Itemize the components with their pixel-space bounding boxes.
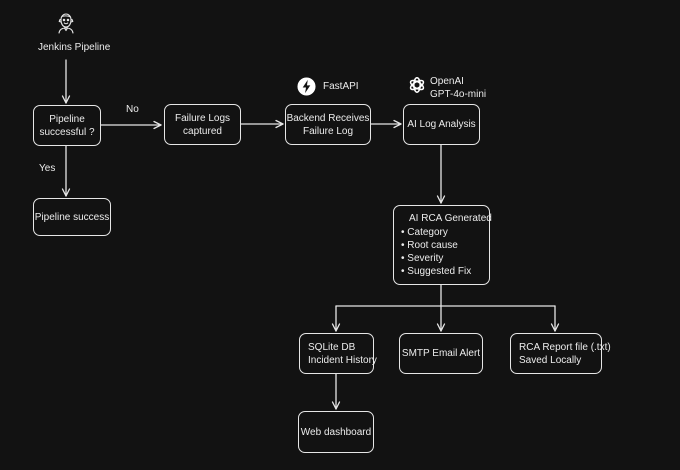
lightning-bolt-icon — [297, 77, 316, 96]
web-dashboard-label: Web dashboard — [300, 426, 372, 438]
decision-line-2: successful ? — [39, 126, 95, 138]
fastapi-label: FastAPI — [323, 81, 359, 92]
smtp-email-alert-node: SMTP Email Alert — [399, 333, 483, 374]
ai-log-analysis-label: AI Log Analysis — [407, 119, 476, 130]
web-dashboard-node: Web dashboard — [298, 411, 374, 453]
jenkins-butler-icon — [58, 13, 74, 34]
backend-line-1: Backend Receives — [286, 112, 370, 124]
rca-title: AI RCA Generated — [409, 213, 492, 224]
decision-line-1: Pipeline — [49, 113, 85, 125]
backend-line-2: Failure Log — [302, 125, 354, 137]
sqlite-db-node: SQLite DB Incident History — [299, 333, 377, 374]
rca-item: • Severity — [401, 253, 444, 264]
backend-receives-node: Backend Receives Failure Log — [285, 104, 371, 145]
rca-item-severity: Severity — [407, 253, 444, 264]
openai-label-line-2: GPT-4o-mini — [430, 89, 487, 100]
rca-item: • Category — [401, 227, 448, 238]
openai-label-line-1: OpenAI — [430, 76, 464, 87]
jenkins-pipeline-label: Jenkins Pipeline — [38, 42, 111, 53]
rca-item-category: Category — [407, 227, 448, 238]
rca-report-file-node: RCA Report file (.txt) Saved Locally — [510, 333, 611, 374]
rca-item: • Suggested Fix — [401, 266, 472, 277]
pipeline-success-node: Pipeline success — [33, 198, 111, 236]
report-line-2: Saved Locally — [519, 354, 582, 366]
ai-log-analysis-node: AI Log Analysis — [403, 104, 480, 145]
failure-logs-line-2: captured — [183, 125, 222, 137]
sqlite-line-1: SQLite DB — [308, 341, 356, 353]
sqlite-line-2: Incident History — [308, 354, 377, 366]
edge-label-no: No — [126, 104, 139, 115]
openai-logo-icon — [409, 77, 425, 93]
rca-item: • Root cause — [401, 240, 458, 251]
rca-item-root-cause: Root cause — [407, 240, 458, 251]
edge-label-yes: Yes — [39, 163, 56, 174]
failure-logs-line-1: Failure Logs — [174, 112, 231, 124]
ai-rca-generated-node: AI RCA Generated • Category • Root cause… — [393, 205, 492, 285]
rca-item-suggested-fix: Suggested Fix — [407, 266, 472, 277]
report-line-1: RCA Report file (.txt) — [519, 341, 611, 353]
failure-logs-node: Failure Logs captured — [164, 104, 241, 145]
pipeline-success-label: Pipeline success — [34, 211, 110, 223]
pipeline-successful-decision: Pipeline successful ? — [33, 105, 101, 146]
smtp-label: SMTP Email Alert — [401, 348, 481, 359]
